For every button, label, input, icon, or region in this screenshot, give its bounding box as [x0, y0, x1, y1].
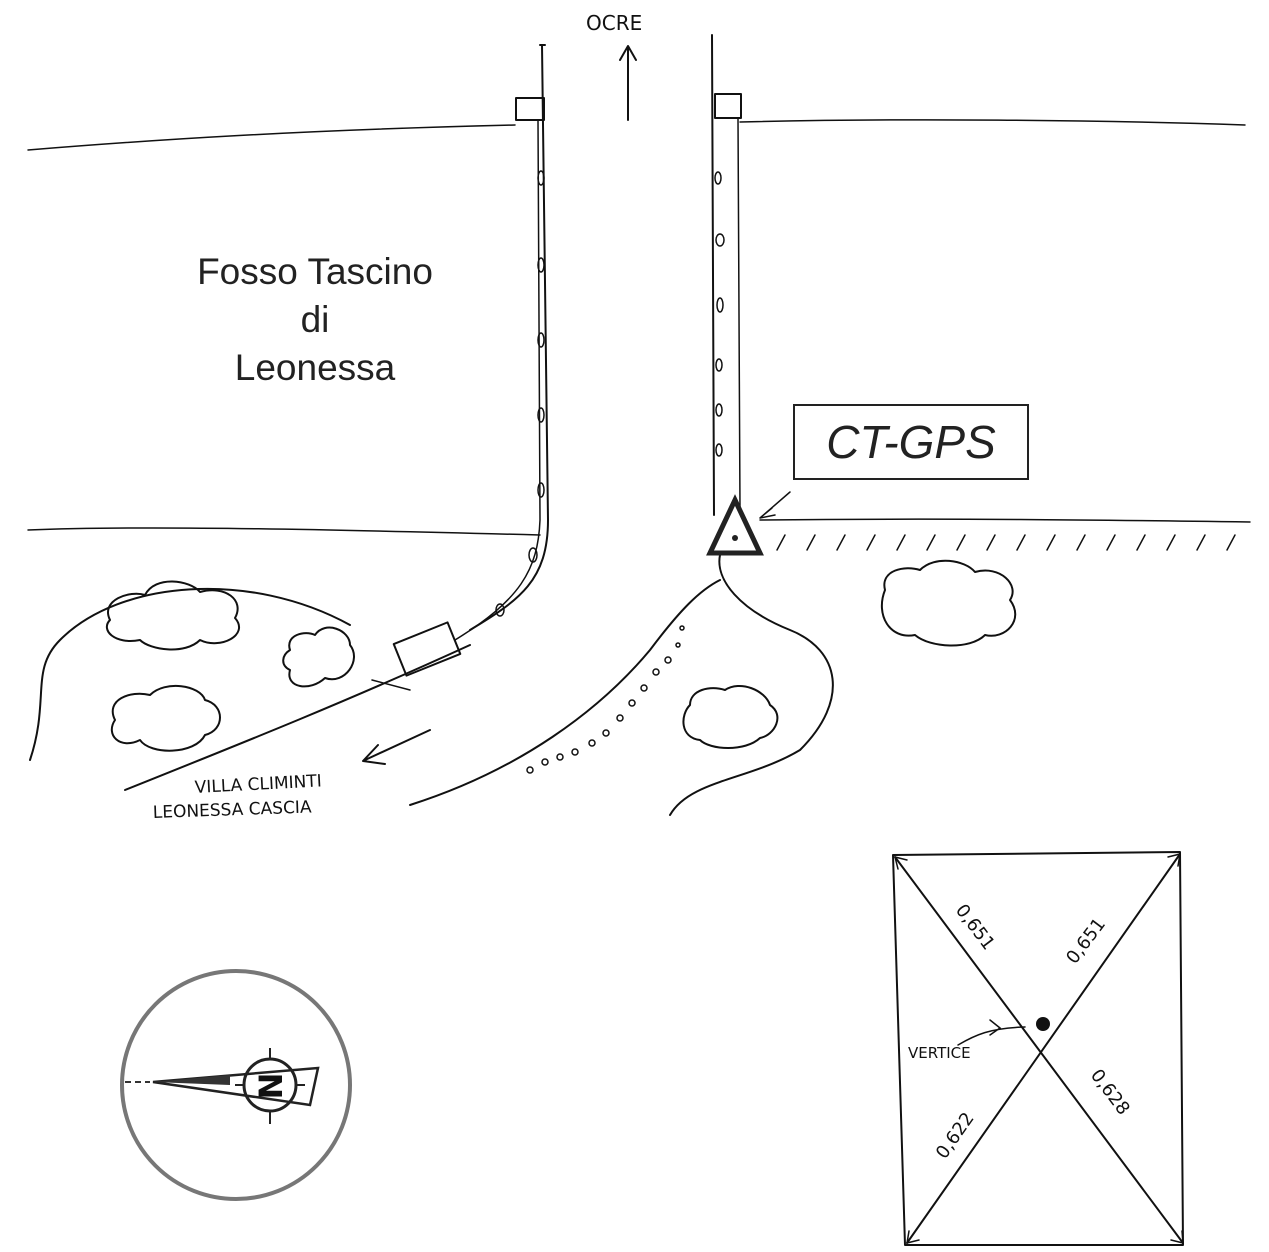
direction-label-leonessa-cascia: LEONESSA CASCIA — [152, 797, 312, 823]
distance-top-left: 0,651 — [951, 900, 999, 954]
embankment-hatching — [776, 534, 1236, 551]
distance-bottom-left: 0,622 — [932, 1109, 979, 1163]
place-name-line3: Leonessa — [234, 347, 396, 388]
road-left-edge — [469, 44, 549, 631]
compass-north-letter: N — [252, 1073, 290, 1100]
station-label: CT-GPS — [826, 416, 996, 468]
gps-marker-triangle-icon — [706, 494, 764, 556]
fence-posts — [495, 170, 725, 617]
arrow-southwest-icon — [362, 729, 431, 765]
distance-bottom-right: 0,628 — [1086, 1065, 1134, 1119]
distance-top-right: 0,651 — [1062, 914, 1110, 968]
vertex-measurement-diagram: VERTICE 0,651 0,651 0,622 0,628 — [892, 851, 1184, 1246]
fence-left — [454, 119, 541, 641]
place-name: Fosso Tascino di Leonessa — [150, 248, 480, 392]
gate-post-left — [515, 97, 545, 121]
field-line-top-left — [27, 124, 516, 151]
compass-rose: N — [120, 969, 352, 1201]
field-line-mid-left — [27, 527, 541, 536]
dotted-path — [526, 625, 685, 774]
road-lower-right-edge — [409, 579, 721, 806]
field-line-mid-right — [759, 518, 1251, 523]
bushes — [105, 559, 1017, 752]
gate-post-right — [714, 93, 742, 119]
direction-label-ocre: OCRE — [586, 11, 642, 35]
arrow-up-icon — [619, 45, 637, 121]
road-right-edge — [711, 34, 715, 516]
station-label-box: CT-GPS — [793, 404, 1029, 480]
gate-box — [392, 621, 462, 677]
fence-right — [737, 117, 741, 511]
direction-label-villa-climinti: VILLA CLIMINTI — [194, 771, 322, 798]
road-curve-right — [669, 554, 834, 816]
field-line-top-right — [739, 119, 1246, 126]
vertex-label: VERTICE — [908, 1044, 971, 1062]
gate-pointer — [371, 679, 411, 691]
place-name-line2: di — [300, 299, 330, 340]
place-name-line1: Fosso Tascino — [197, 251, 433, 292]
marker-pointer-arrow — [759, 491, 791, 519]
field-boundary-left — [29, 587, 351, 761]
road-lower-left-edge — [124, 644, 471, 791]
